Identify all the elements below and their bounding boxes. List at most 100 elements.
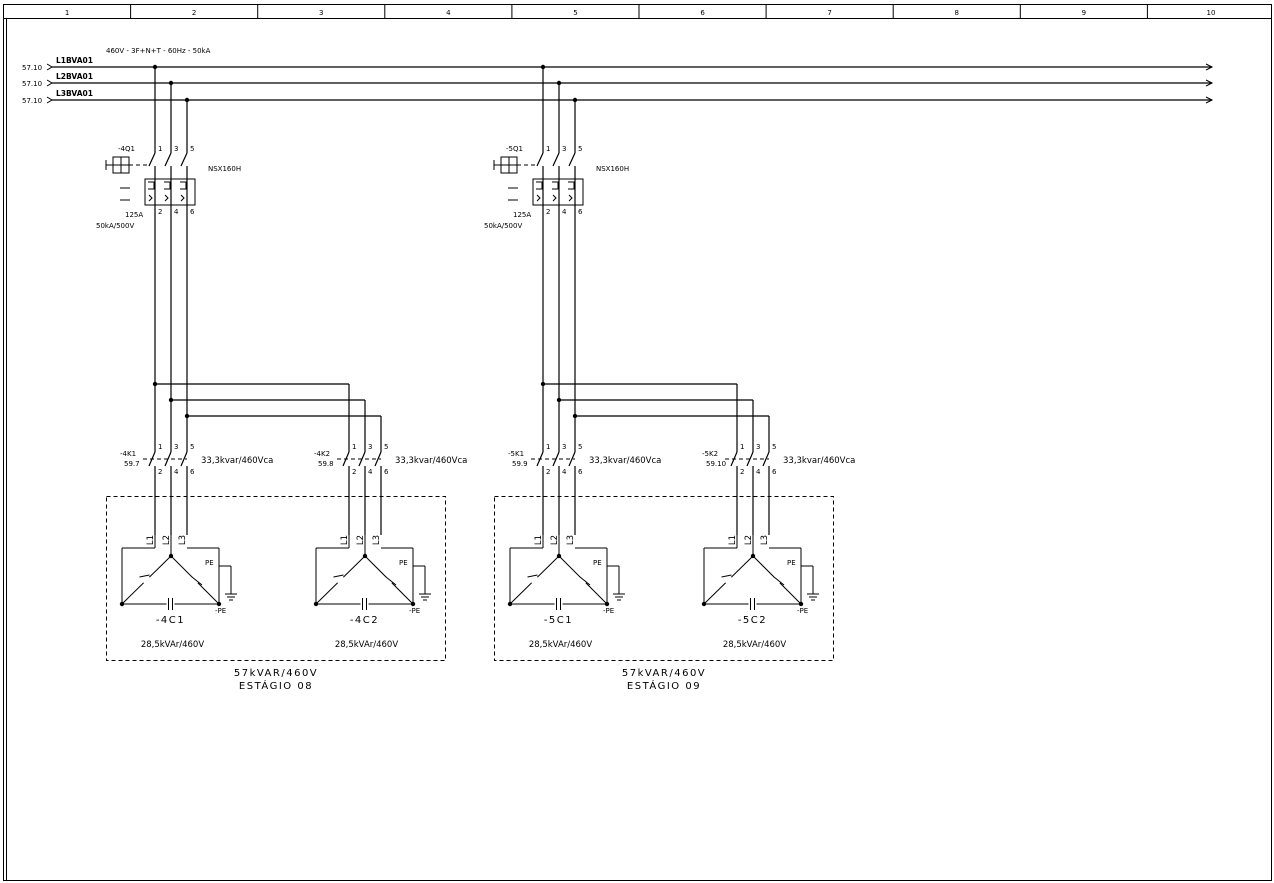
magnetic-trip-icon xyxy=(180,194,185,202)
thermal-trip-icon xyxy=(180,181,187,190)
thermal-trip-icon xyxy=(552,181,559,190)
terminal-label: L1 xyxy=(534,535,544,545)
junction-dot xyxy=(410,601,416,607)
capacitor-rating: 28,5kVAr/460V xyxy=(723,640,787,650)
column-label: 5 xyxy=(573,9,577,17)
capacitor-tag: -5C2 xyxy=(738,615,767,626)
pole-number: 2 xyxy=(158,208,162,216)
breaker-tag: -4Q1 xyxy=(118,145,135,153)
contactor-tag: -5K2 xyxy=(702,450,718,458)
contactor-tag: -4K1 xyxy=(120,450,136,458)
bus-exit-arrow-icon xyxy=(1205,63,1214,71)
pole-number: 3 xyxy=(174,145,178,153)
magnetic-trip-icon xyxy=(552,194,557,202)
pole-number: 3 xyxy=(562,443,566,451)
pe-label: PE xyxy=(205,559,214,567)
bus-name: L1BVA01 xyxy=(56,56,93,65)
contactor-contact xyxy=(568,451,576,467)
junction-dot xyxy=(604,601,610,607)
capacitor-plate xyxy=(139,574,150,578)
bus-exit-arrow-icon xyxy=(1205,79,1214,87)
contactor-contact xyxy=(762,451,770,467)
stage-enclosure xyxy=(494,496,834,661)
column-label: 9 xyxy=(1082,9,1086,17)
thermal-trip-icon xyxy=(536,181,543,190)
magnetic-trip-icon xyxy=(536,194,541,202)
gap xyxy=(360,598,369,610)
column-dividers xyxy=(130,4,1148,18)
pole-number: 2 xyxy=(546,468,550,476)
pe-label: PE xyxy=(787,559,796,567)
breaker-capacity: 50kA/500V xyxy=(96,222,134,230)
pole-number: 1 xyxy=(546,145,550,153)
contactor-ref: 59.8 xyxy=(318,460,334,468)
pole-number: 2 xyxy=(158,468,162,476)
contactor-ref: 59.10 xyxy=(706,460,726,468)
column-label: 2 xyxy=(192,9,196,17)
terminal-label: L2 xyxy=(162,535,172,545)
contactor-rating: 33,3kvar/460Vca xyxy=(783,456,855,466)
junction-dot xyxy=(556,553,562,559)
gap xyxy=(528,574,541,586)
bus-reference: 57.10 xyxy=(22,97,42,105)
pole-number: 1 xyxy=(546,443,550,451)
capacitor-plate xyxy=(773,576,785,586)
pole-number: 5 xyxy=(190,145,194,153)
pole-number: 1 xyxy=(158,443,162,451)
pole-number: 3 xyxy=(174,443,178,451)
thermal-trip-icon xyxy=(568,181,575,190)
bus-name: L2BVA01 xyxy=(56,72,93,81)
gap xyxy=(334,574,347,586)
trip-unit-box xyxy=(532,178,584,206)
terminal-label: L3 xyxy=(760,535,770,545)
magnetic-trip-icon xyxy=(148,194,153,202)
contactor-ref: 59.9 xyxy=(512,460,528,468)
breaker-rating: 125A xyxy=(513,211,531,219)
pole-number: 5 xyxy=(578,443,582,451)
breaker-contact xyxy=(164,152,172,167)
capacitor-rating: 28,5kVAr/460V xyxy=(335,640,399,650)
ground-label: -PE xyxy=(797,607,808,615)
gap xyxy=(166,598,175,610)
junction-dot xyxy=(313,601,319,607)
gap xyxy=(722,574,735,586)
bus-exit-arrow-icon xyxy=(1205,96,1214,104)
pole-number: 6 xyxy=(578,468,583,476)
bus-entry-arrow-icon xyxy=(46,96,53,104)
pole-number: 4 xyxy=(562,468,567,476)
stage-enclosure xyxy=(106,496,446,661)
pole-number: 4 xyxy=(562,208,567,216)
pole-number: 4 xyxy=(756,468,761,476)
sheet-border xyxy=(3,4,1272,881)
pole-number: 2 xyxy=(546,208,550,216)
contactor-rating: 33,3kvar/460Vca xyxy=(201,456,273,466)
pole-number: 1 xyxy=(352,443,356,451)
thermal-trip-icon xyxy=(148,181,155,190)
junction-dot xyxy=(362,553,368,559)
terminal-label: L3 xyxy=(372,535,382,545)
pole-number: 4 xyxy=(368,468,373,476)
column-label: 1 xyxy=(65,9,69,17)
breaker-contact xyxy=(180,152,188,167)
pole-number: 6 xyxy=(772,468,777,476)
pole-number: 5 xyxy=(772,443,776,451)
capacitor-tag: -4C1 xyxy=(156,615,185,626)
breaker-contact xyxy=(552,152,560,167)
capacitor-tag: -4C2 xyxy=(350,615,379,626)
junction-dot xyxy=(701,601,707,607)
breaker-tag: -5Q1 xyxy=(506,145,523,153)
pole-number: 2 xyxy=(740,468,744,476)
bus-reference: 57.10 xyxy=(22,64,42,72)
ground-label: -PE xyxy=(215,607,226,615)
contactor-rating: 33,3kvar/460Vca xyxy=(589,456,661,466)
breaker-rating: 125A xyxy=(125,211,143,219)
